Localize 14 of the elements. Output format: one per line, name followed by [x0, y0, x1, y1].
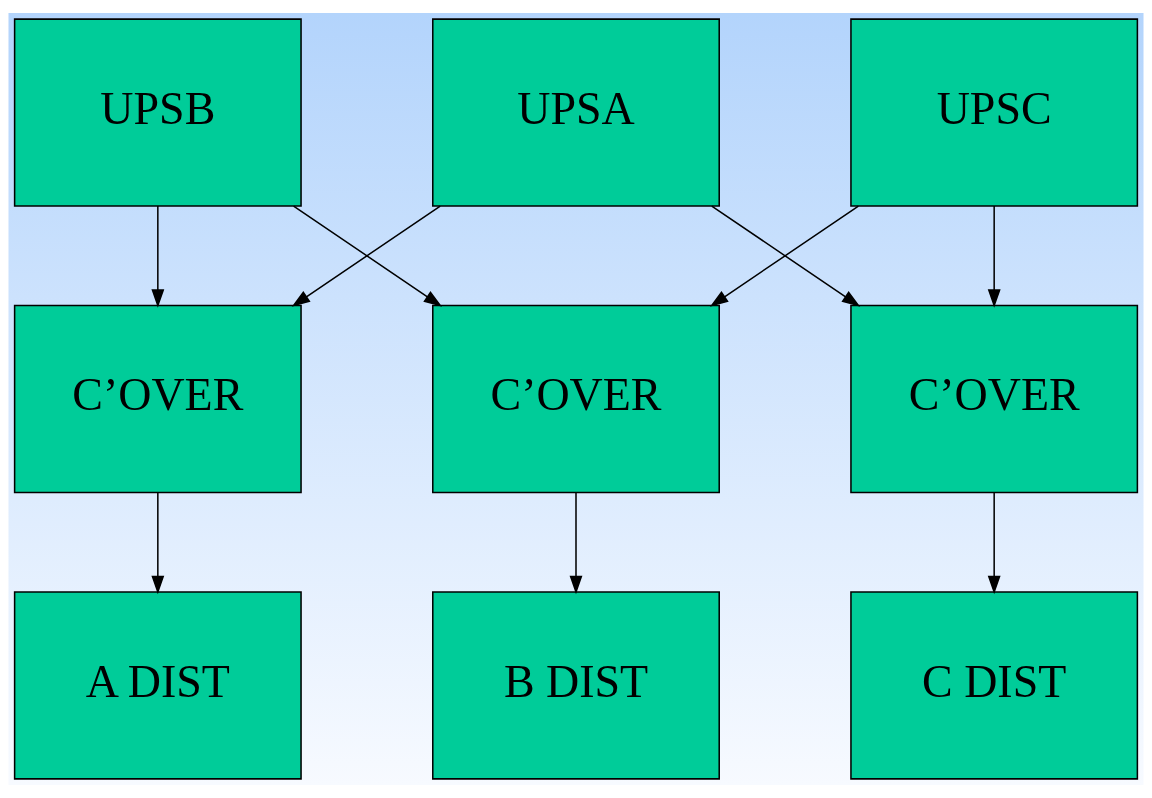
node-box: C’OVER: [13, 304, 302, 494]
node-box: C’OVER: [432, 304, 720, 494]
arrow: [987, 491, 1001, 595]
arrow: [151, 491, 165, 595]
node-box: UPSC: [850, 18, 1139, 207]
node-box: UPSB: [13, 18, 302, 207]
arrow: [569, 491, 583, 595]
node-box: A DIST: [13, 591, 302, 780]
node-box: UPSA: [432, 18, 720, 207]
node-box: C’OVER: [850, 304, 1139, 494]
node-box: C DIST: [850, 591, 1139, 780]
arrow: [151, 205, 165, 308]
node-box: B DIST: [432, 591, 720, 780]
arrow: [987, 205, 1001, 308]
